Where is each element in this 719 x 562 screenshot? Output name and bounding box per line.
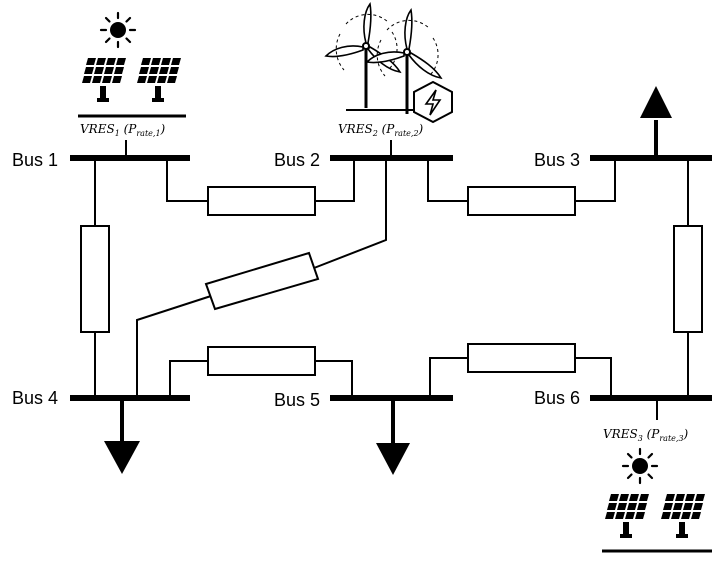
bus5-label: Bus 5 [274,390,320,410]
load-arrow-icon [376,398,410,475]
vres3-solar-group [602,447,712,553]
line-bus5-bus6 [429,343,612,398]
line-bus2-bus3 [427,158,616,216]
bus2-label: Bus 2 [274,150,320,170]
vres1-label: VRES1 (Prate,1) [80,122,166,138]
bus4-label: Bus 4 [12,388,58,408]
impedance-bus5-bus6 [467,343,576,373]
vres2-label: VRES2 (Prate,2) [338,122,424,138]
line-bus1-bus4 [80,158,110,398]
impedance-bus1-bus4 [80,225,110,333]
load-arrow-icon [640,86,672,158]
line-bus3-bus6 [673,158,703,398]
solar-panel-icon [661,494,705,538]
bus6-label: Bus 6 [534,388,580,408]
load-arrow-icon [104,398,140,474]
bus1-label: Bus 1 [12,150,58,170]
sun-icon [99,11,137,49]
impedance-bus1-bus2 [207,186,316,216]
bus3-label: Bus 3 [534,150,580,170]
solar-panel-icon [605,494,649,538]
impedance-bus2-bus4 [204,251,320,311]
impedance-bus3-bus6 [673,225,703,333]
line-bus4-bus5 [169,346,353,398]
solar-panel-icon [137,58,181,102]
line-bus2-bus4 [136,158,387,398]
impedance-bus4-bus5 [207,346,316,376]
impedance-bus2-bus3 [467,186,576,216]
vres2-wind-group [324,2,453,124]
solar-panel-icon [82,58,126,102]
line-bus1-bus2 [166,158,355,216]
vres1-solar-group [78,11,186,118]
vres3-label: VRES3 (Prate,3) [603,427,689,443]
sun-icon [621,447,659,485]
lightning-hexagon-icon [413,80,453,124]
